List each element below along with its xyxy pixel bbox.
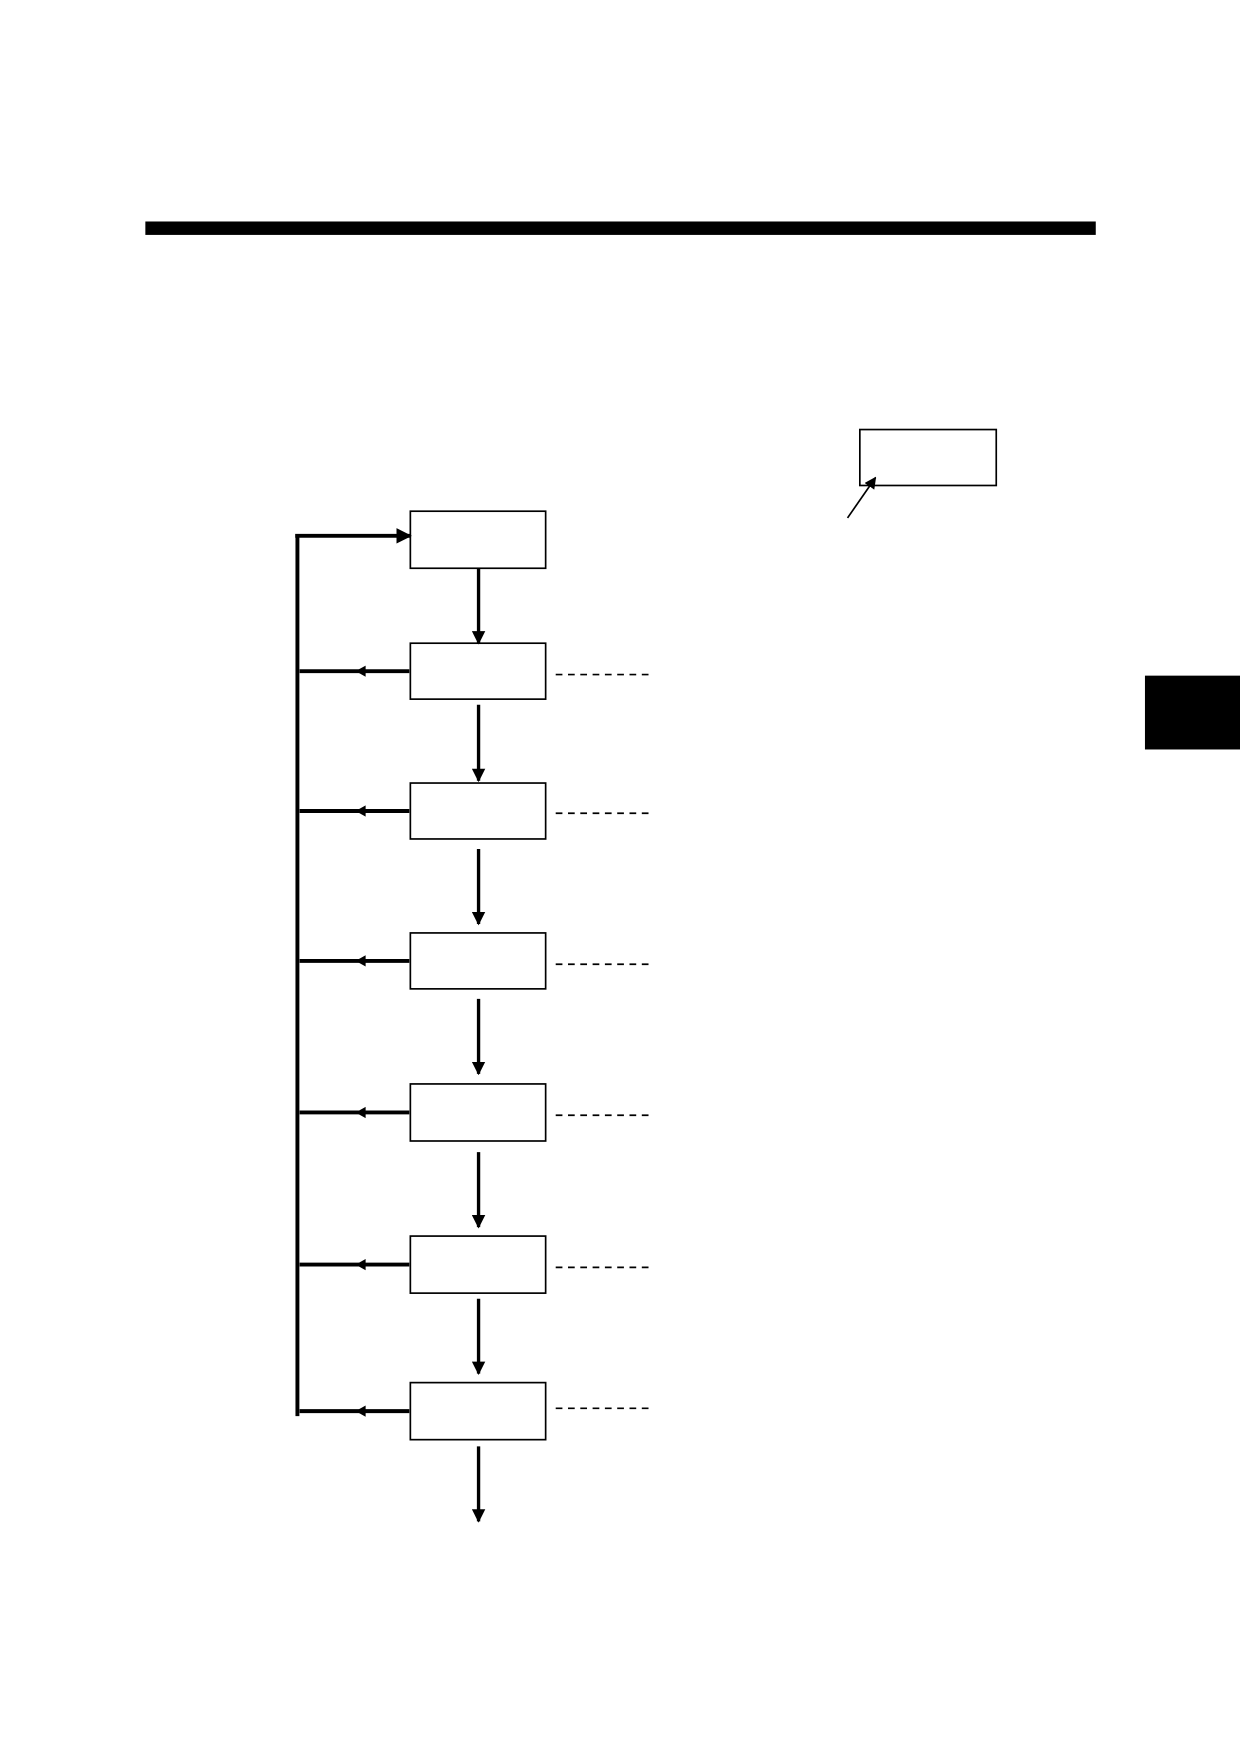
flow-steps bbox=[295, 510, 652, 1523]
feedback-arrowhead bbox=[355, 1106, 366, 1119]
feedback-arrowhead bbox=[355, 805, 366, 817]
step-box bbox=[409, 1381, 547, 1441]
chapter-tab bbox=[1144, 675, 1240, 750]
feedback-arrowhead bbox=[355, 665, 366, 677]
step-box bbox=[409, 782, 547, 840]
callout-arrow bbox=[846, 476, 877, 519]
step-box bbox=[409, 642, 547, 700]
step-box bbox=[409, 1235, 547, 1294]
step-box bbox=[409, 510, 547, 570]
callout-box bbox=[858, 428, 998, 487]
header-rule bbox=[145, 221, 1096, 235]
feedback-arrowhead bbox=[355, 955, 366, 967]
feedback-arrowhead bbox=[355, 1259, 366, 1271]
feedback-arrowhead bbox=[355, 1405, 366, 1417]
step-box bbox=[409, 932, 547, 990]
step-box bbox=[409, 1083, 547, 1142]
